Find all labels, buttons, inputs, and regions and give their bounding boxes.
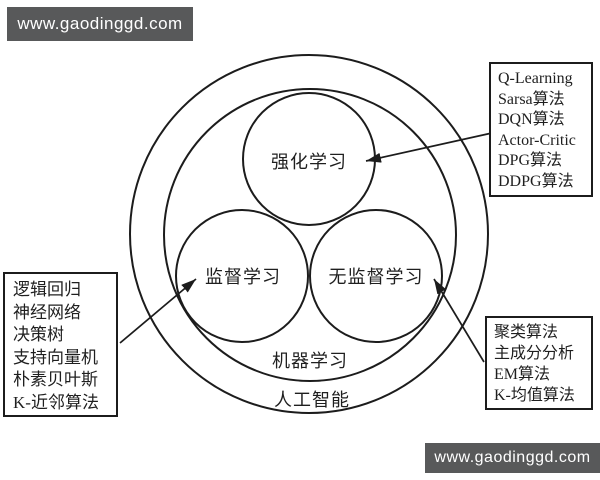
callout-line: DQN算法 [498, 111, 565, 128]
callout-line: 逻辑回归 [13, 280, 81, 299]
outer-circle-artificial-intelligence [129, 54, 489, 414]
callout-line: DPG算法 [498, 152, 563, 169]
callout-line: 神经网络 [13, 302, 81, 322]
label-supervised-learning: 监督学习 [205, 267, 281, 287]
callout-line: EM算法 [494, 366, 551, 383]
watermark-top-left: www.gaodinggd.com [7, 7, 193, 41]
callout-reinforcement-algorithms: Q-Learning Sarsa算法 DQN算法 Actor-Critic DP… [489, 62, 593, 197]
callout-line: K-近邻算法 [13, 392, 99, 412]
middle-circle-machine-learning [163, 88, 457, 382]
callout-line: Sarsa算法 [498, 90, 565, 108]
label-artificial-intelligence: 人工智能 [274, 390, 350, 410]
arrow-unsupervised-callout [433, 278, 485, 363]
arrow-supervised-callout [119, 278, 197, 344]
callout-supervised-algorithms: 逻辑回归 神经网络 决策树 支持向量机 朴素贝叶斯 K-近邻算法 [3, 272, 118, 417]
callout-line: 决策树 [13, 325, 64, 344]
watermark-bottom-right: www.gaodinggd.com [425, 443, 600, 473]
callout-line: Q-Learning [498, 70, 573, 87]
label-machine-learning: 机器学习 [272, 351, 348, 371]
callout-line: DDPG算法 [498, 172, 574, 190]
callout-unsupervised-algorithms: 聚类算法 主成分分析 EM算法 K-均值算法 [485, 316, 593, 410]
circle-supervised-learning [175, 209, 309, 343]
label-reinforcement-learning: 强化学习 [271, 152, 347, 172]
label-unsupervised-learning: 无监督学习 [329, 267, 424, 287]
callout-line: K-均值算法 [494, 387, 575, 404]
callout-line: 主成分分析 [494, 345, 575, 362]
callout-line: 朴素贝叶斯 [13, 370, 98, 389]
callout-line: 支持向量机 [13, 347, 98, 367]
callout-line: Actor-Critic [498, 131, 576, 149]
circle-unsupervised-learning [309, 209, 443, 343]
callout-line: 聚类算法 [494, 324, 559, 341]
arrow-reinforcement-callout [365, 132, 493, 163]
